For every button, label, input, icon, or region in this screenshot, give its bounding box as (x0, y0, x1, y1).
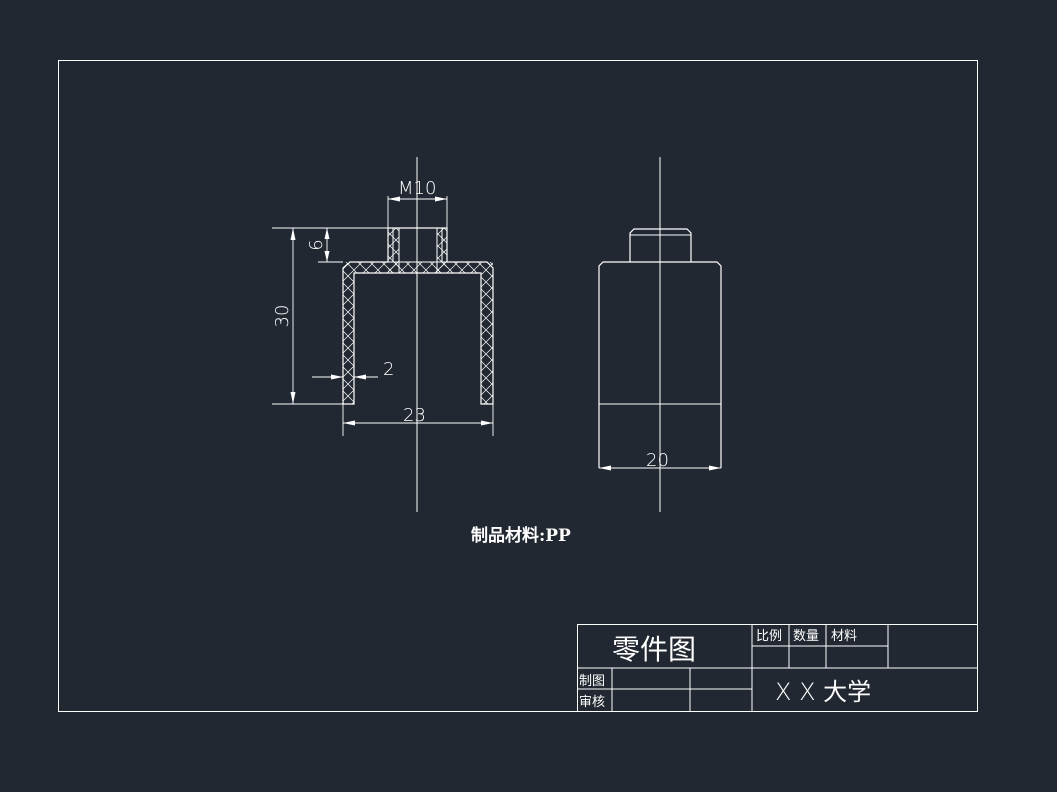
side-boss (629, 228, 692, 262)
dim-thread-label: M10 (398, 178, 436, 199)
title-block-scale: 比例 (756, 629, 782, 644)
side-body (598, 261, 722, 468)
front-section-view: M10 6 30 2 (272, 157, 494, 512)
title-block-drawn: 制图 (579, 674, 605, 689)
dim-total-height-label: 30 (272, 305, 293, 328)
dim-30: 30 (272, 228, 343, 405)
dim-outer-width-label: 20 (646, 450, 669, 471)
left-wall-hatch (343, 262, 354, 404)
top-plate-hatch (354, 262, 481, 273)
title-block-material: 材料 (831, 629, 857, 644)
title-block-quantity: 数量 (793, 629, 819, 644)
title-block-school: X X 大学 (775, 678, 871, 706)
dim-inner-width-label: 23 (403, 405, 426, 426)
dim-2: 2 (312, 359, 394, 380)
drawing-frame (58, 60, 978, 712)
title-block-checked: 审核 (579, 695, 605, 710)
title-block-title: 零件图 (612, 633, 696, 666)
right-wall-hatch (481, 262, 493, 404)
dim-m10: M10 (387, 178, 448, 228)
material-note: 制品材料:PP (471, 525, 571, 546)
title-block: 零件图 比例 数量 材料 制图 审核 X X 大学 (577, 624, 978, 712)
dim-6: 6 (272, 227, 388, 263)
side-view: 20 (598, 157, 722, 512)
dim-top-height-label: 6 (306, 239, 327, 250)
dim-20: 20 (599, 450, 721, 471)
dim-wall-label: 2 (383, 359, 394, 380)
dim-23: 23 (342, 404, 494, 436)
